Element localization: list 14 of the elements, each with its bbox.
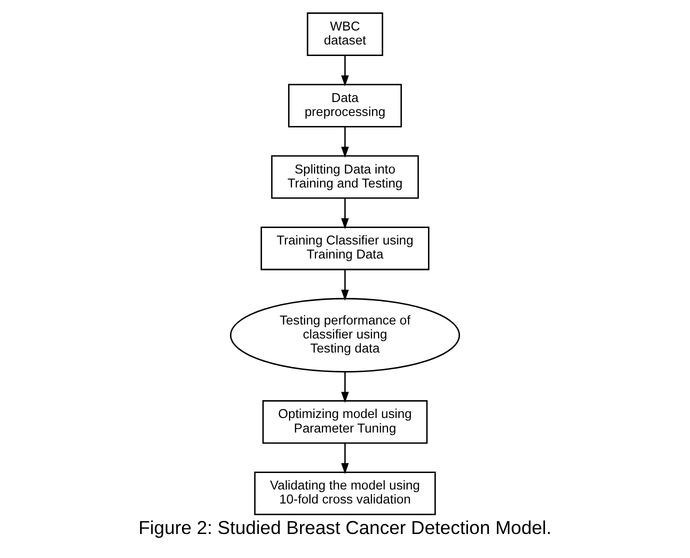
- arrow: [341, 198, 349, 230]
- node-ellipse: Testing performance of classifier using Testing data: [230, 298, 460, 372]
- node-box: Optimizing model using Parameter Tuning: [262, 400, 428, 444]
- arrow: [341, 270, 349, 301]
- arrow: [341, 55, 349, 86]
- node-box: Validating the model using 10-fold cross validation: [254, 472, 436, 516]
- node-box: Splitting Data into Training and Testing: [271, 155, 419, 199]
- arrow: [341, 372, 349, 403]
- node-box: Data preprocessing: [288, 84, 402, 128]
- arrow: [341, 443, 349, 474]
- node-box: Training Classifier using Training Data: [260, 226, 430, 270]
- arrow: [341, 126, 349, 158]
- caption: Figure 2: Studied Breast Cancer Detection Model.: [138, 517, 552, 538]
- node-box: WBC dataset: [306, 12, 384, 56]
